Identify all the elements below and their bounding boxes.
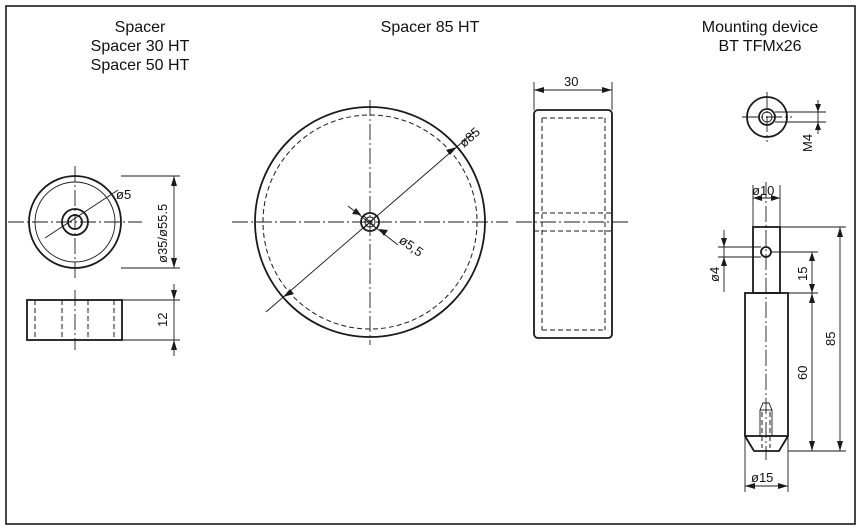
- mount-thread-label: M4: [800, 134, 815, 152]
- mount-upper-shaft: [752, 226, 781, 294]
- mount-bottom-chamfer: [744, 435, 789, 452]
- spacer85-front-view: [232, 100, 508, 345]
- spacer85-side-body: [533, 109, 613, 339]
- mount-top-dia-label: ø10: [752, 183, 774, 198]
- mounting-side-view: [718, 182, 846, 492]
- spacer-30-title: Spacer 30 HT: [90, 38, 190, 55]
- sheet-border: [5, 5, 856, 525]
- mount-total-length-label: 85: [823, 332, 838, 346]
- spacer-50-title: Spacer 50 HT: [90, 57, 190, 74]
- spacer85-outer-label: ø85: [456, 124, 483, 150]
- mount-body-length-label: 60: [795, 366, 810, 380]
- spacer-hole-label: ø5: [116, 187, 131, 202]
- spacer85-hole-label: ø5,5: [396, 232, 426, 259]
- spacer-side-body: [26, 299, 123, 341]
- mount-hole-label: ø4: [707, 267, 722, 282]
- spacer85-width-label: 30: [564, 74, 578, 89]
- spacer-hole-leader: [44, 189, 119, 239]
- mounting-title-block: Mounting device BT TFMx26: [660, 18, 860, 56]
- mount-hole-offset-label: 15: [795, 267, 810, 281]
- mount-base-dia-label: ø15: [751, 470, 773, 485]
- mounting-top-view: [742, 92, 826, 142]
- mount-main-body: [744, 292, 789, 437]
- mounting-device-model: BT TFMx26: [718, 38, 802, 55]
- spacer-diameter-label: ø35/ø55.5: [155, 204, 170, 263]
- spacer85-side-view: [516, 82, 630, 339]
- spacer-height-label: 12: [155, 313, 170, 327]
- spacer85-diameter-line: [265, 131, 475, 313]
- mounting-device-title: Mounting device: [701, 19, 819, 36]
- spacer-title-block: Spacer Spacer 30 HT Spacer 50 HT: [60, 18, 220, 75]
- spacer-85-title: Spacer 85 HT: [380, 19, 480, 36]
- spacer-title: Spacer: [114, 19, 166, 36]
- spacer-top-view: [8, 166, 180, 278]
- spacer-side-view: [26, 284, 180, 356]
